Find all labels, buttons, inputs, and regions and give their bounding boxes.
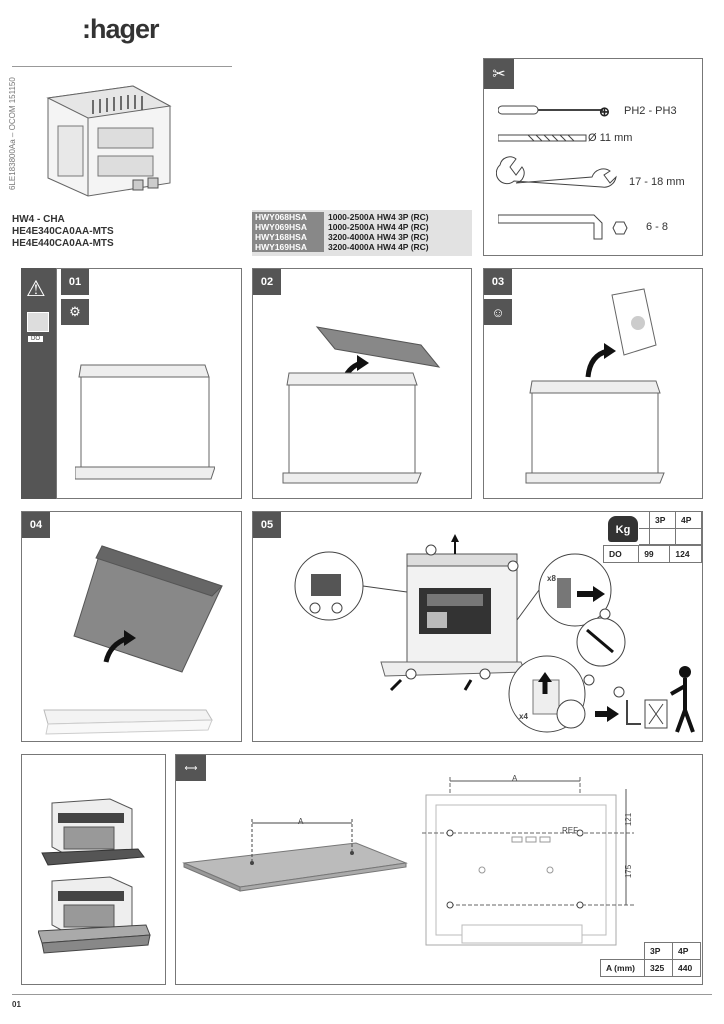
footer-divider [12,994,712,995]
breaker-on-pallet-illustration [38,798,151,954]
step-01-panel: 01 ⚙ [56,268,242,499]
step-05-number: 05 [253,512,281,538]
warning-sidebar: ⚠ DO [21,268,56,499]
document-code: 6LE183800Aa – OCOM 151150 [8,77,17,190]
hexkey-size: 6 - 8 [646,221,669,233]
step-03-panel: 03 ☺ [483,268,703,499]
drill-size: Ø 11 mm [588,132,633,144]
warning-icon: ⚠ [26,276,46,301]
product-ref-2: HE4E440CA0AA-MTS [12,238,114,249]
page-number: 01 [12,1000,21,1009]
wrench-size: 17 - 18 mm [629,176,685,188]
lid-removal-illustration [282,326,441,484]
plate-a-label: A [298,817,304,826]
manual-illustration [525,288,665,484]
box-icon [27,312,49,332]
drill-bit-icon [498,134,587,142]
step-04-number: 04 [22,512,50,538]
breaker-unpack-illustration [294,534,695,733]
step-02-number: 02 [253,269,281,295]
drawing-a-label: A [512,774,518,783]
header-divider [12,66,232,67]
documentation-icon: ☺ [484,299,512,325]
x4-label: x4 [519,712,528,721]
tools-icon: ✂ [484,59,514,89]
dimension-drawing [422,777,634,946]
x8-label: x8 [547,574,556,583]
product-refs: HW4 - CHA HE4E340CA0AA-MTS HE4E440CA0AA-… [12,214,114,250]
step-02-panel: 02 [252,268,472,499]
wrench-icon [496,156,617,188]
product-model: HW4 - CHA [12,214,65,225]
phillips-icon: ⊕ [599,104,610,119]
step-04-panel: 04 [21,511,242,742]
dim-175-label: 175 [624,864,634,879]
hager-logo: :hager [82,14,160,44]
unbox-icon: ⚙ [61,299,89,325]
step-03-number: 03 [484,269,512,295]
crate-tilt-illustration [43,545,223,735]
breaker-illustration [46,85,172,197]
step-01-number: 01 [61,269,89,295]
screwdriver-size: PH2 - PH3 [624,105,677,117]
do-label: DO [28,336,43,342]
mounting-plate-illustration [182,819,408,892]
screwdriver-icon [498,105,603,115]
ref-label: REF [562,826,578,835]
product-ref-1: HE4E340CA0AA-MTS [12,226,114,237]
pallet-option-panel [21,754,166,985]
weight-icon: Kg [608,516,638,542]
tools-panel: ✂ ⊕ PH2 - PH3 Ø 11 mm 17 - 18 mm 6 - 8 [483,58,703,256]
hex-key-icon [498,214,603,240]
dim-121-label: 121 [624,812,634,827]
measure-icon: ⟷ [176,755,206,781]
hexagon-icon [612,221,628,235]
crate-illustration [75,364,215,480]
